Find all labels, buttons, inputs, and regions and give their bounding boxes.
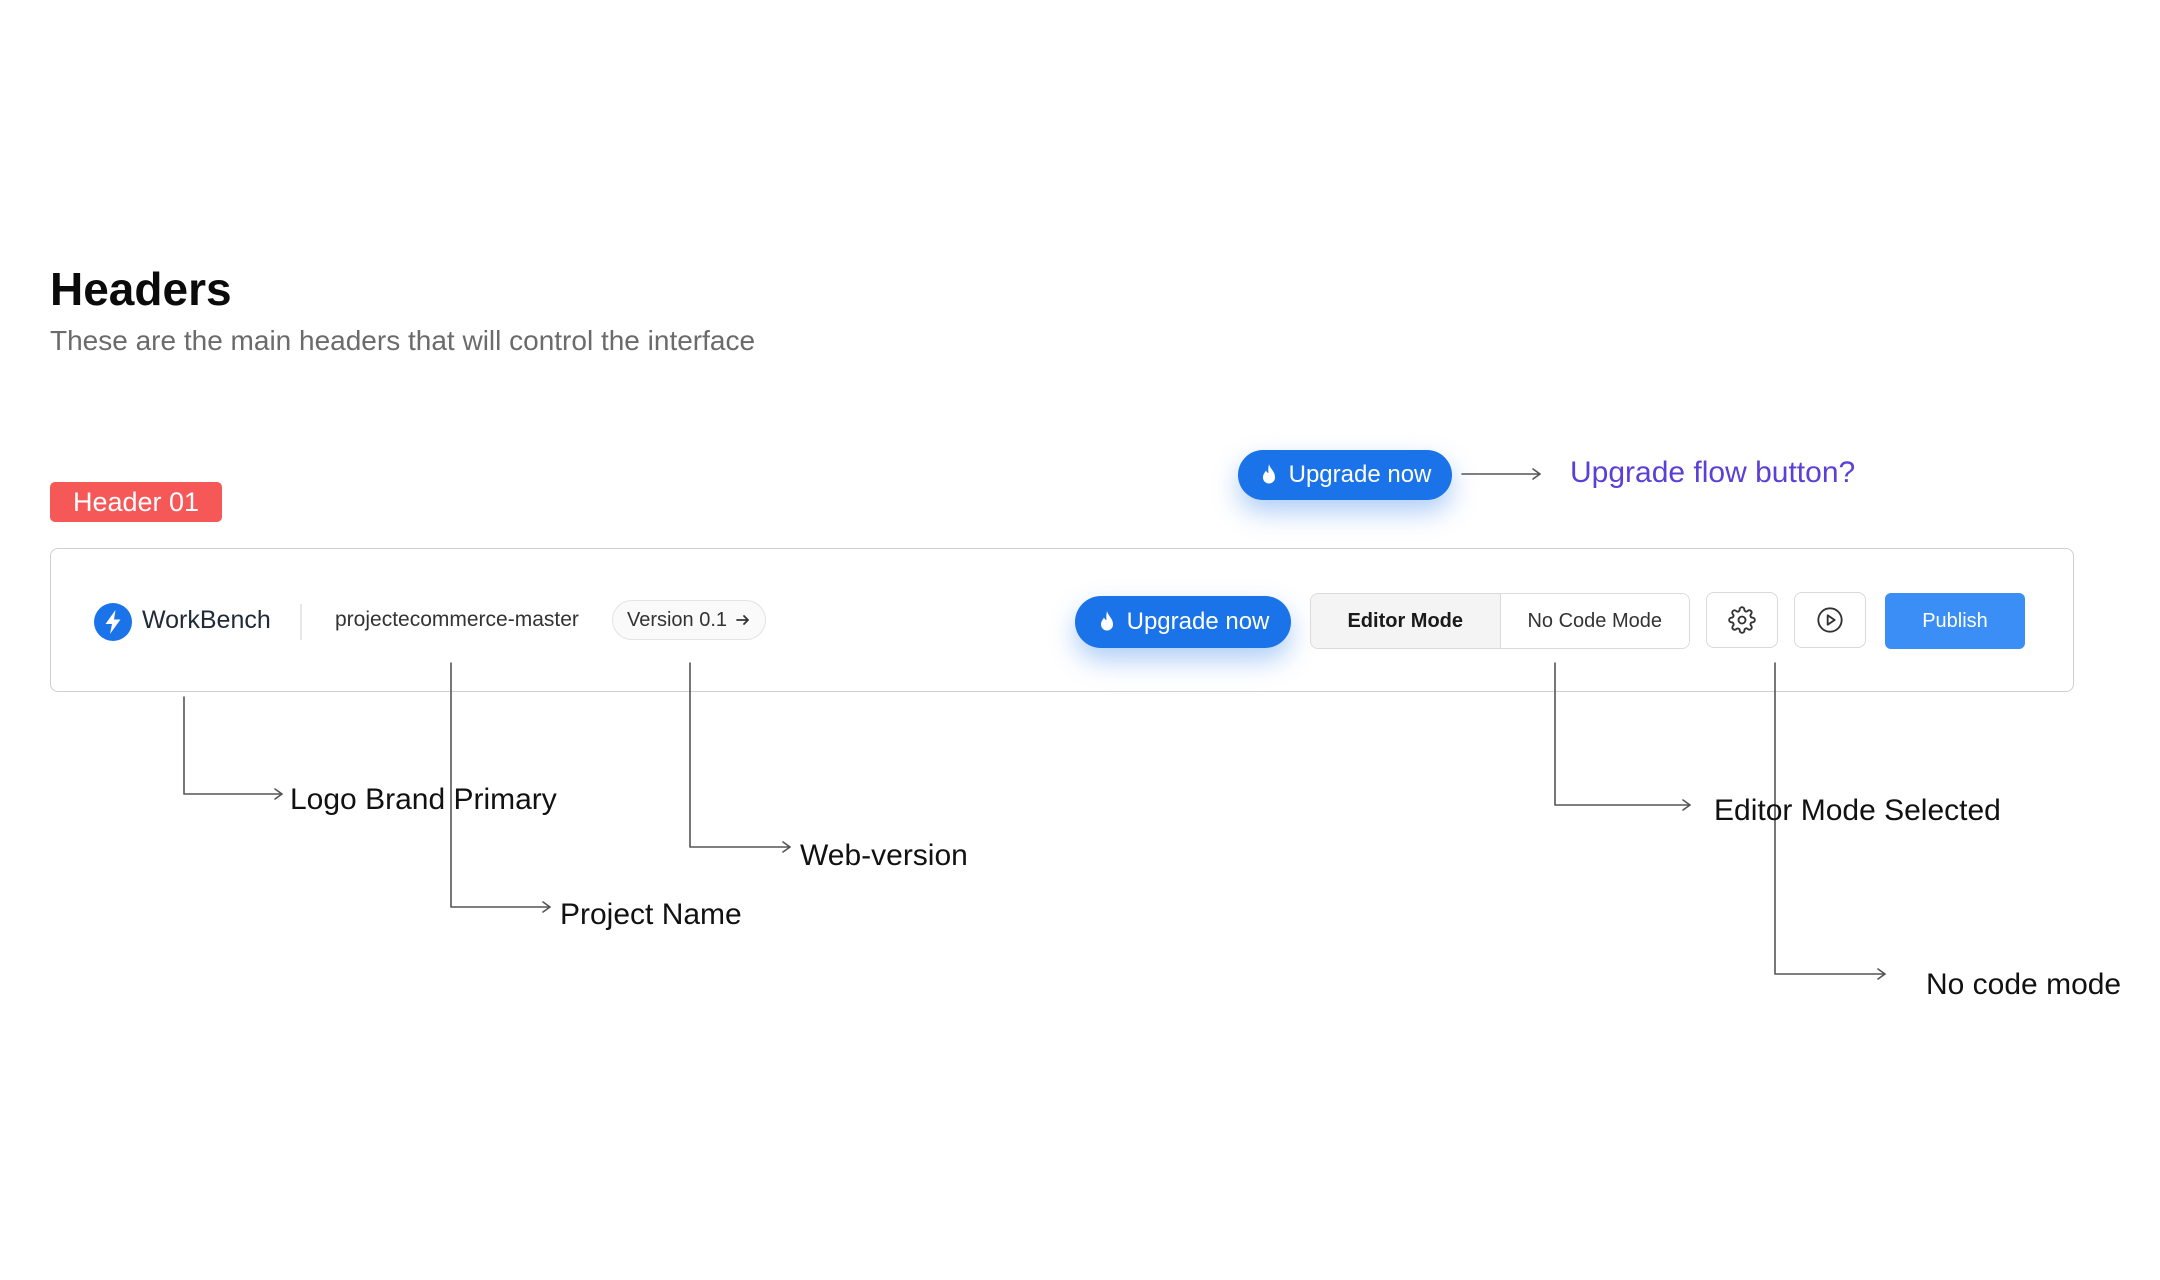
page-subtitle: These are the main headers that will con… bbox=[50, 325, 756, 356]
header-tag: Header 01 bbox=[50, 482, 222, 522]
settings-button[interactable] bbox=[1706, 592, 1778, 648]
play-circle-icon bbox=[1817, 607, 1843, 633]
no-code-mode-tab[interactable]: No Code Mode bbox=[1500, 594, 1689, 648]
arrow-right-icon bbox=[736, 615, 749, 625]
header-upgrade-label: Upgrade now bbox=[1126, 608, 1270, 635]
project-name[interactable]: projectecommerce-master bbox=[335, 608, 579, 631]
lightning-bolt-icon bbox=[94, 603, 132, 641]
version-label: Version 0.1 bbox=[626, 608, 728, 631]
annotation-no-code-mode: No code mode bbox=[1926, 968, 2122, 1001]
flame-icon bbox=[1262, 464, 1275, 484]
brand-divider bbox=[300, 604, 302, 640]
floating-upgrade-label: Upgrade now bbox=[1288, 461, 1432, 488]
editor-mode-tab[interactable]: Editor Mode bbox=[1311, 594, 1501, 648]
gear-icon bbox=[1728, 606, 1756, 634]
publish-button[interactable]: Publish bbox=[1885, 593, 2025, 649]
annotation-editor-mode: Editor Mode Selected bbox=[1714, 794, 2001, 827]
mode-switch: Editor Mode No Code Mode bbox=[1310, 593, 1690, 649]
annotation-logo-brand: Logo Brand Primary bbox=[290, 783, 557, 816]
page-title: Headers bbox=[50, 263, 232, 315]
floating-upgrade-button[interactable]: Upgrade now bbox=[1238, 450, 1452, 500]
flame-icon bbox=[1100, 611, 1113, 631]
preview-button[interactable] bbox=[1794, 592, 1866, 648]
upgrade-flow-note: Upgrade flow button? bbox=[1570, 456, 1856, 489]
version-pill[interactable]: Version 0.1 bbox=[612, 600, 766, 640]
header-upgrade-button[interactable]: Upgrade now bbox=[1075, 596, 1291, 648]
annotation-project-name: Project Name bbox=[560, 898, 742, 931]
brand-name[interactable]: WorkBench bbox=[142, 606, 271, 634]
annotation-web-version: Web-version bbox=[800, 839, 968, 872]
